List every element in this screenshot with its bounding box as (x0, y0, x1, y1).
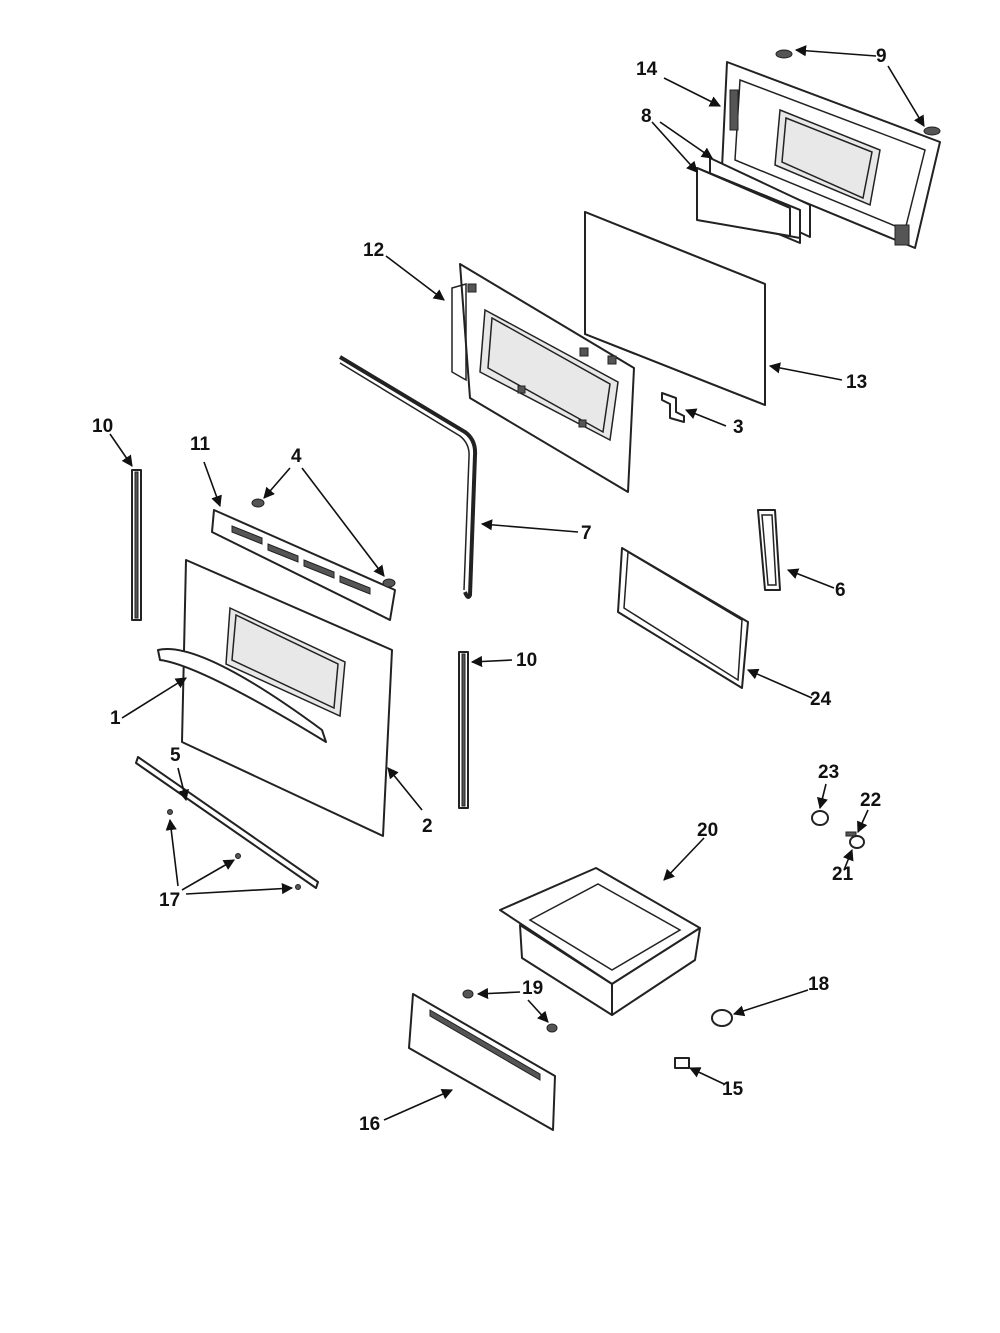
part-2-outer-door (181, 559, 393, 837)
part-11-vent-trim (211, 509, 396, 621)
leader-7 (480, 519, 579, 533)
callout-2: 2 (422, 816, 433, 837)
leader-17a (165, 818, 179, 887)
leader-21 (843, 848, 854, 871)
part-6-hinge (757, 509, 781, 591)
leader-23 (817, 783, 828, 810)
part-3-bracket (661, 392, 685, 423)
part-15-pad (674, 1057, 690, 1069)
callout-5: 5 (170, 745, 181, 766)
callout-16: 16 (359, 1114, 380, 1135)
callout-23: 23 (818, 762, 839, 783)
callout-19: 19 (522, 978, 543, 999)
callout-18: 18 (808, 974, 829, 995)
callout-6: 6 (835, 580, 846, 601)
part-24-panel (617, 547, 749, 689)
leader-8b (651, 121, 698, 173)
callout-14: 14 (636, 59, 658, 80)
leader-19b (527, 999, 549, 1023)
callout-24: 24 (810, 689, 832, 710)
callout-10-left: 10 (92, 416, 113, 437)
callout-4: 4 (291, 446, 302, 467)
leader-10b (470, 655, 513, 668)
part-13-insulation (584, 211, 766, 406)
leader-lines (109, 45, 925, 1121)
leader-11 (203, 461, 222, 508)
leader-17b (181, 859, 235, 891)
part-19-screws (462, 989, 558, 1033)
leader-9a (794, 45, 877, 57)
callout-13: 13 (846, 372, 867, 393)
leader-10a (109, 433, 133, 467)
leader-4b (301, 467, 385, 577)
leader-1 (121, 677, 187, 719)
leader-2 (387, 767, 423, 811)
part-16-drawer-front (408, 993, 556, 1131)
callout-17: 17 (159, 890, 180, 911)
callout-11: 11 (190, 434, 211, 455)
leader-5 (177, 767, 189, 802)
callout-10-right: 10 (516, 650, 537, 671)
leader-15 (688, 1067, 725, 1085)
leader-13 (768, 362, 843, 381)
part-4-screws (251, 498, 396, 588)
part-14-door-back-frame (721, 61, 941, 249)
part-12-inner-door-panel (451, 263, 635, 493)
leader-4a (263, 467, 291, 499)
part-9-screws (775, 49, 941, 136)
leader-19a (476, 987, 521, 1000)
leader-17c (185, 882, 294, 895)
part-17-fasteners (167, 809, 301, 890)
part-8-glass-panels (696, 157, 811, 244)
part-22-bolt (845, 831, 865, 849)
leader-18 (732, 989, 809, 1017)
callout-9: 9 (876, 46, 887, 67)
callout-21: 21 (832, 864, 854, 885)
leader-8a (659, 121, 713, 159)
leader-20 (663, 837, 705, 881)
callout-22: 22 (860, 790, 881, 811)
leader-24 (746, 668, 813, 699)
callout-15: 15 (722, 1079, 744, 1100)
leader-14 (663, 77, 722, 107)
callout-12: 12 (363, 240, 384, 261)
callout-labels: 9 14 8 12 13 3 10 11 4 7 6 10 24 1 5 23 … (92, 46, 887, 1135)
leader-3 (684, 408, 727, 427)
leader-12 (385, 255, 445, 301)
part-7-gasket (338, 355, 478, 599)
part-20-drawer (499, 867, 701, 1016)
callout-20: 20 (697, 820, 718, 841)
callout-1: 1 (110, 708, 121, 729)
leader-9b (887, 65, 925, 127)
part-10-right-strip (458, 651, 469, 809)
part-18-foot (711, 1009, 733, 1027)
callout-3: 3 (733, 417, 744, 438)
part-1-handle (157, 648, 327, 743)
leader-16 (383, 1088, 454, 1121)
leader-22 (857, 809, 869, 834)
callout-7: 7 (581, 523, 592, 544)
part-23-nut (811, 810, 829, 826)
part-10-left-strip (131, 469, 142, 621)
leader-6 (786, 568, 835, 589)
callout-8: 8 (641, 106, 652, 127)
